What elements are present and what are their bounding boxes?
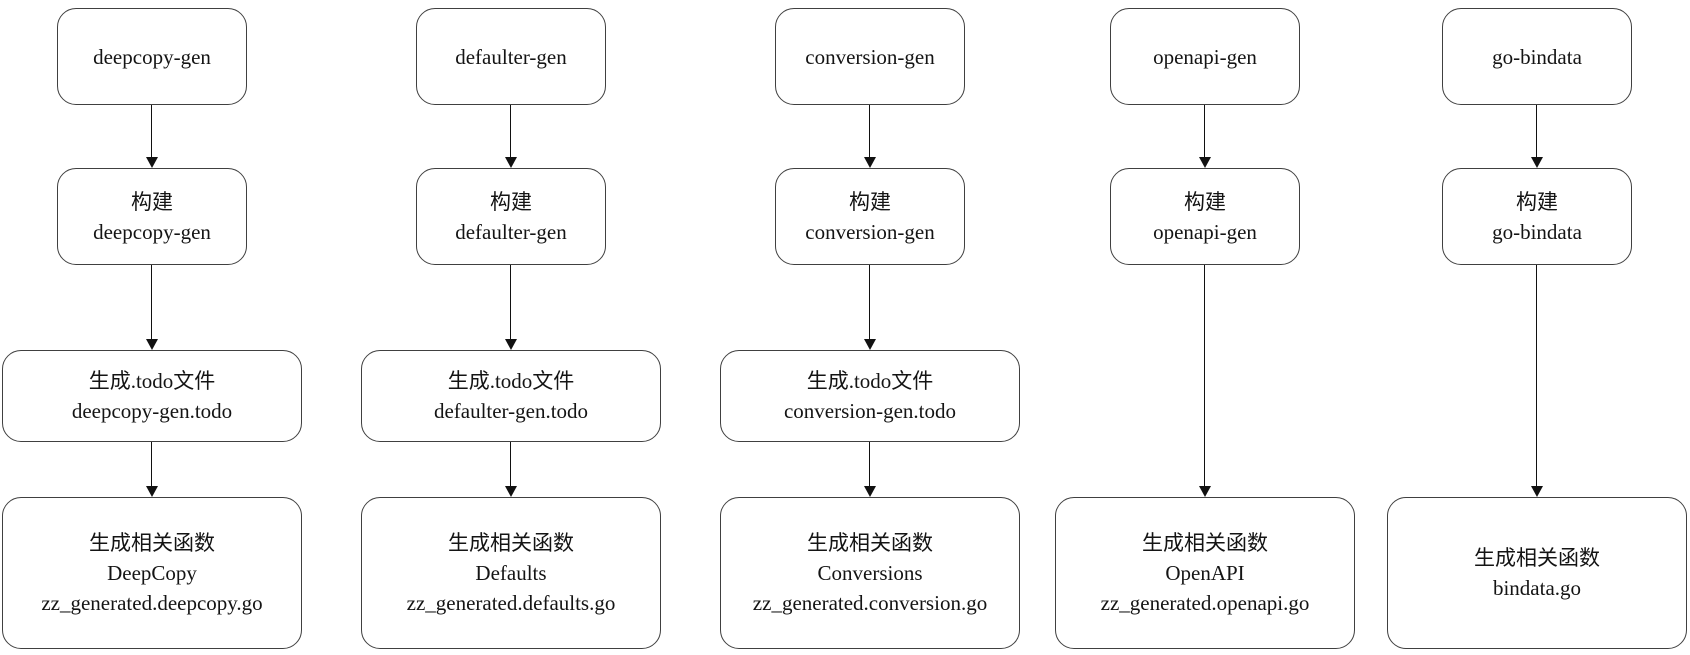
node-defaulter-gen: defaulter-gen [416,8,606,105]
flow-arrow-down-icon [146,265,158,350]
node-label: zz_generated.defaults.go [406,591,616,615]
node-label: 构建 [1184,189,1226,214]
node-todo-deepcopy-gen: 生成.todo文件 deepcopy-gen.todo [2,350,302,442]
node-label: deepcopy-gen [93,219,211,244]
node-label: zz_generated.openapi.go [1100,591,1310,615]
node-build-defaulter-gen: 构建 defaulter-gen [416,168,606,265]
node-label: 生成相关函数 [89,531,215,555]
flow-arrow-down-icon [864,265,876,350]
node-openapi-gen: openapi-gen [1110,8,1300,105]
node-label: openapi-gen [1153,219,1257,244]
node-label: deepcopy-gen.todo [71,399,233,423]
node-label: defaulter-gen [455,44,567,69]
node-label: DeepCopy [107,561,197,585]
node-label: 构建 [1516,189,1558,214]
flow-arrow-down-icon [1531,265,1543,497]
node-label: go-bindata [1492,44,1582,69]
node-build-go-bindata: 构建 go-bindata [1442,168,1632,265]
node-label: deepcopy-gen [93,44,211,69]
flow-arrow-down-icon [1531,105,1543,168]
node-output-openapi: 生成相关函数 OpenAPI zz_generated.openapi.go [1055,497,1355,649]
node-label: bindata.go [1492,576,1582,600]
node-label: 生成.todo文件 [447,369,575,393]
node-label: defaulter-gen.todo [433,399,589,423]
flow-arrow-down-icon [864,442,876,497]
node-label: 生成.todo文件 [806,369,934,393]
node-deepcopy-gen: deepcopy-gen [57,8,247,105]
node-label: zz_generated.conversion.go [752,591,988,615]
node-label: OpenAPI [1165,561,1245,585]
node-build-conversion-gen: 构建 conversion-gen [775,168,965,265]
node-label: conversion-gen [805,44,935,69]
node-label: defaulter-gen [455,219,567,244]
node-build-deepcopy-gen: 构建 deepcopy-gen [57,168,247,265]
node-label: openapi-gen [1153,44,1257,69]
node-todo-defaulter-gen: 生成.todo文件 defaulter-gen.todo [361,350,661,442]
node-conversion-gen: conversion-gen [775,8,965,105]
node-label: conversion-gen [805,219,935,244]
flow-arrow-down-icon [1199,265,1211,497]
node-label: go-bindata [1492,219,1582,244]
node-output-bindata: 生成相关函数 bindata.go [1387,497,1687,649]
node-label: Conversions [817,561,923,585]
node-label: 构建 [131,189,173,214]
flow-arrow-down-icon [505,105,517,168]
flow-arrow-down-icon [864,105,876,168]
node-label: 生成相关函数 [448,531,574,555]
flow-arrow-down-icon [505,442,517,497]
flow-arrow-down-icon [505,265,517,350]
node-label: 构建 [849,189,891,214]
node-label: 构建 [490,189,532,214]
node-label: conversion-gen.todo [783,399,957,423]
node-label: Defaults [475,561,547,585]
node-output-defaults: 生成相关函数 Defaults zz_generated.defaults.go [361,497,661,649]
node-label: zz_generated.deepcopy.go [41,591,263,615]
node-build-openapi-gen: 构建 openapi-gen [1110,168,1300,265]
node-todo-conversion-gen: 生成.todo文件 conversion-gen.todo [720,350,1020,442]
flow-arrow-down-icon [146,442,158,497]
node-output-conversions: 生成相关函数 Conversions zz_generated.conversi… [720,497,1020,649]
node-label: 生成相关函数 [807,531,933,555]
node-label: 生成相关函数 [1142,531,1268,555]
flow-arrow-down-icon [1199,105,1211,168]
flow-arrow-down-icon [146,105,158,168]
node-label: 生成.todo文件 [88,369,216,393]
node-label: 生成相关函数 [1474,546,1600,570]
node-go-bindata: go-bindata [1442,8,1632,105]
node-output-deepcopy: 生成相关函数 DeepCopy zz_generated.deepcopy.go [2,497,302,649]
